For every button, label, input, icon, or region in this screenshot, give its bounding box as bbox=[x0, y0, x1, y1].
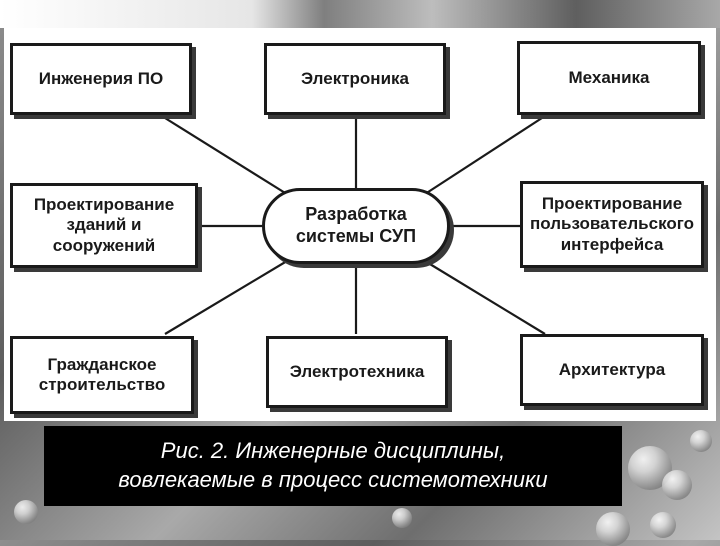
figure-caption: Рис. 2. Инженерные дисциплины, вовлекаем… bbox=[44, 426, 622, 506]
node-civil-engineering: Гражданское строительство bbox=[10, 336, 194, 414]
background-droplet bbox=[392, 508, 412, 528]
node-mechanics: Механика bbox=[517, 41, 701, 115]
connector-civil bbox=[164, 257, 293, 335]
node-ui-design: Проектирование пользовательского интерфе… bbox=[520, 181, 704, 268]
background-droplet bbox=[14, 500, 38, 524]
node-software-engineering: Инженерия ПО bbox=[10, 43, 192, 115]
node-electronics: Электроника bbox=[264, 43, 446, 115]
connector-architecture bbox=[419, 257, 546, 335]
node-building-design: Проектирование зданий и сооружений bbox=[10, 183, 198, 268]
background-droplet bbox=[650, 512, 676, 538]
background-top-strip bbox=[0, 0, 720, 28]
node-electrical-engineering: Электротехника bbox=[266, 336, 448, 408]
connector-mechanics bbox=[421, 115, 546, 197]
caption-line-2: вовлекаемые в процесс системотехники bbox=[118, 467, 548, 492]
node-architecture: Архитектура bbox=[520, 334, 704, 406]
connector-software bbox=[164, 117, 291, 197]
center-node-sup-development: Разработка системы СУП bbox=[262, 188, 450, 264]
background-droplet bbox=[690, 430, 712, 452]
caption-line-1: Рис. 2. Инженерные дисциплины, bbox=[160, 438, 506, 464]
background-droplet bbox=[662, 470, 692, 500]
